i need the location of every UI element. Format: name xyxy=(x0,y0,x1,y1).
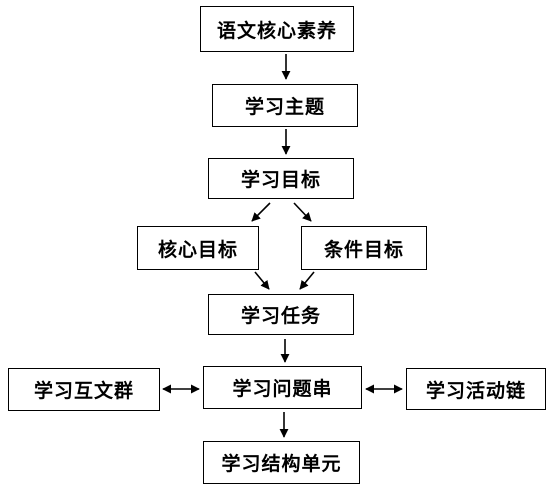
node-condition-goal: 条件目标 xyxy=(301,226,427,270)
node-core-literacy: 语文核心素养 xyxy=(200,6,354,52)
node-label: 学习任务 xyxy=(240,305,321,327)
edge-coregoal-to-task xyxy=(254,271,270,290)
node-label: 学习活动链 xyxy=(425,379,526,402)
node-activity-chain: 学习活动链 xyxy=(406,368,546,410)
node-label: 学习目标 xyxy=(240,169,321,191)
edge-goal-to-condgoal xyxy=(293,202,312,222)
edge-goal-to-coregoal xyxy=(251,202,271,222)
node-question-chain: 学习问题串 xyxy=(203,366,362,409)
edge-condgoal-to-task xyxy=(299,271,315,290)
node-label: 学习问题串 xyxy=(232,378,333,400)
node-structure-unit: 学习结构单元 xyxy=(203,441,360,484)
node-label: 学习结构单元 xyxy=(221,453,342,475)
node-learning-task: 学习任务 xyxy=(208,294,354,335)
node-core-goal: 核心目标 xyxy=(137,226,259,270)
node-label: 条件目标 xyxy=(323,238,404,261)
node-learning-theme: 学习主题 xyxy=(212,84,358,127)
node-label: 核心目标 xyxy=(157,238,238,261)
node-label: 语文核心素养 xyxy=(216,19,337,42)
node-learning-goal: 学习目标 xyxy=(208,158,354,199)
node-intertext-group: 学习互文群 xyxy=(8,368,160,411)
node-label: 学习主题 xyxy=(244,96,325,118)
node-label: 学习互文群 xyxy=(33,380,134,402)
